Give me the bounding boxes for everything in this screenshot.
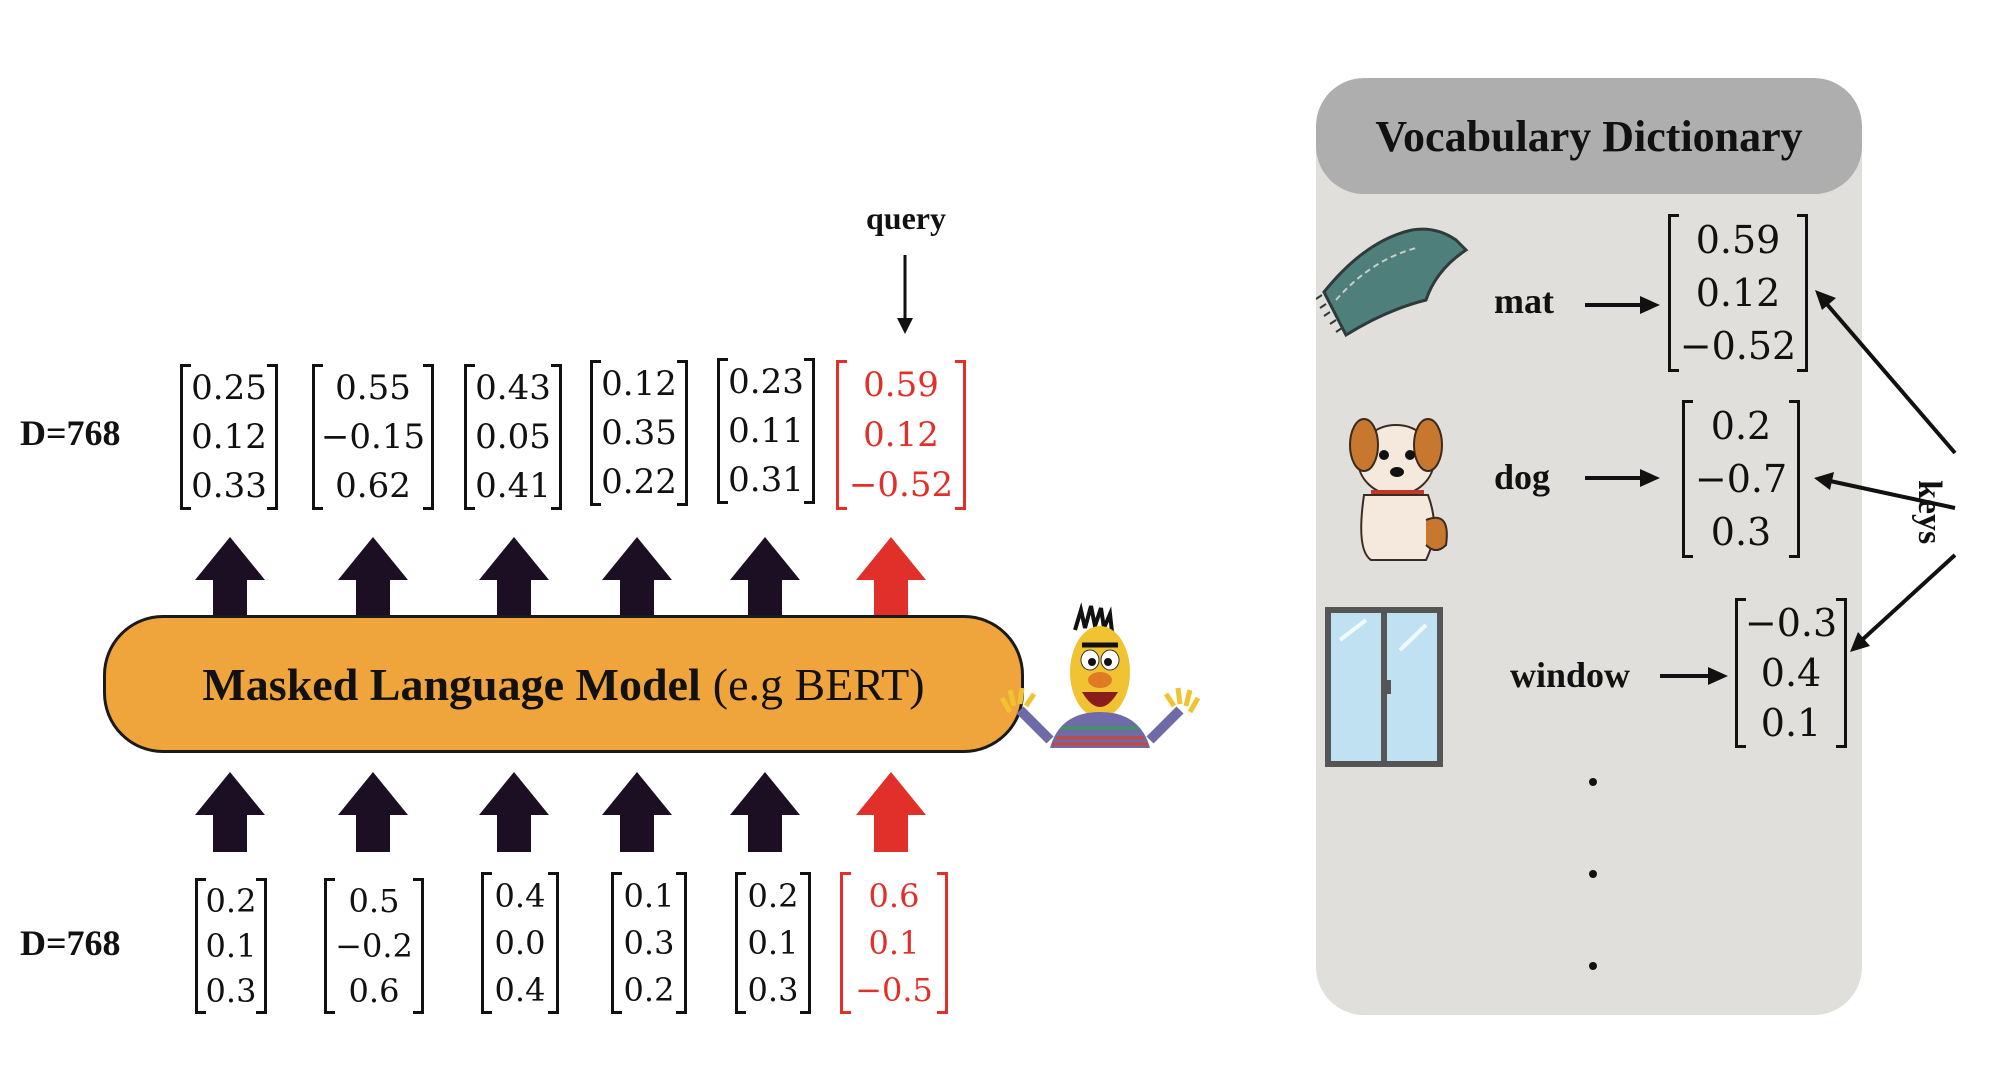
lower-arrow-masked — [856, 772, 926, 852]
lower-arrow-1 — [195, 772, 265, 852]
upper-arrow-1 — [195, 537, 265, 615]
upper-arrow-query — [856, 537, 926, 615]
vocab-word-dog: dog — [1494, 457, 1551, 497]
model-title: Masked Language Model — [202, 658, 701, 710]
mat-icon — [1316, 227, 1469, 338]
bert-character-figure — [999, 602, 1201, 748]
upper-arrow-4 — [602, 537, 672, 615]
lower-arrow-4 — [602, 772, 672, 852]
window-to-vector-arrow — [1660, 667, 1728, 685]
lower-arrow-2 — [338, 772, 408, 852]
dog-icon — [1349, 418, 1448, 561]
lower-arrow-5 — [730, 772, 800, 852]
query-label: query — [866, 200, 946, 236]
ellipsis-dot — [1589, 870, 1597, 878]
keys-arrow-dog — [1814, 472, 1956, 510]
upper-arrow-2 — [338, 537, 408, 615]
dog-to-vector-arrow — [1585, 469, 1660, 487]
vocab-word-mat: mat — [1494, 281, 1554, 321]
mat-to-vector-arrow — [1585, 296, 1660, 314]
bottom-dimension-label: D=768 — [20, 923, 121, 963]
lower-arrow-3 — [479, 772, 549, 852]
keys-arrow-mat — [1815, 290, 1957, 455]
top-dimension-label: D=768 — [20, 413, 121, 453]
model-subtitle: (e.g BERT) — [712, 658, 925, 710]
masked-language-model-box: Masked Language Model (e.g BERT) — [103, 615, 1024, 753]
vocabulary-title: Vocabulary Dictionary — [1316, 78, 1862, 194]
upper-arrow-3 — [479, 537, 549, 615]
ellipsis-dot — [1589, 778, 1597, 786]
upper-arrow-5 — [730, 537, 800, 615]
vocabulary-icons — [1316, 227, 1469, 767]
keys-arrow-window — [1850, 553, 1957, 652]
query-arrow — [897, 255, 913, 334]
ellipsis-dot — [1589, 962, 1597, 970]
keys-label: keys — [1911, 480, 1948, 545]
window-icon — [1325, 607, 1443, 767]
vocab-word-window: window — [1510, 655, 1631, 695]
